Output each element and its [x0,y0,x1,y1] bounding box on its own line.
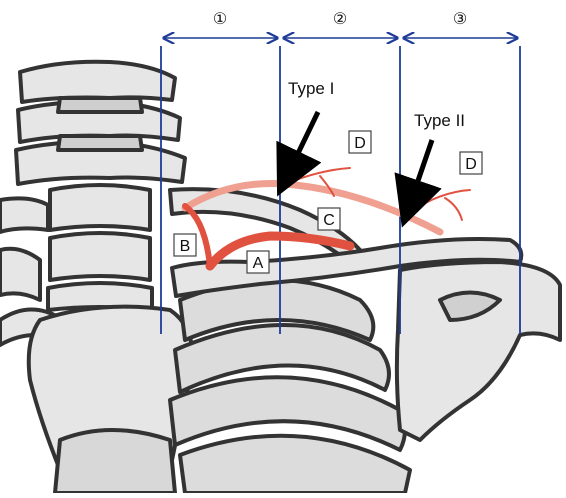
label-b-text: B [180,238,191,255]
type2-arrow [410,140,432,204]
label-a: A [247,251,269,273]
label-a-text: A [253,255,264,272]
type2-label: Type II [414,111,465,130]
vessel-branch-d2b [445,198,462,220]
zone-label-2: ② [333,11,347,28]
right-ribs [170,280,410,493]
zone-label-1: ① [213,11,227,28]
label-c: C [318,208,340,230]
scapula [397,262,560,440]
label-d2-text: D [465,156,477,173]
vessel-branch-d2 [410,190,470,212]
type1-label: Type I [288,79,334,98]
label-b: B [174,234,196,256]
label-d1: D [349,131,371,153]
label-d2: D [460,152,482,174]
label-d1-text: D [354,135,366,152]
label-c-text: C [323,212,335,229]
type1-arrow [288,112,318,174]
manubrium [29,307,193,493]
zone-label-3: ③ [453,11,467,28]
